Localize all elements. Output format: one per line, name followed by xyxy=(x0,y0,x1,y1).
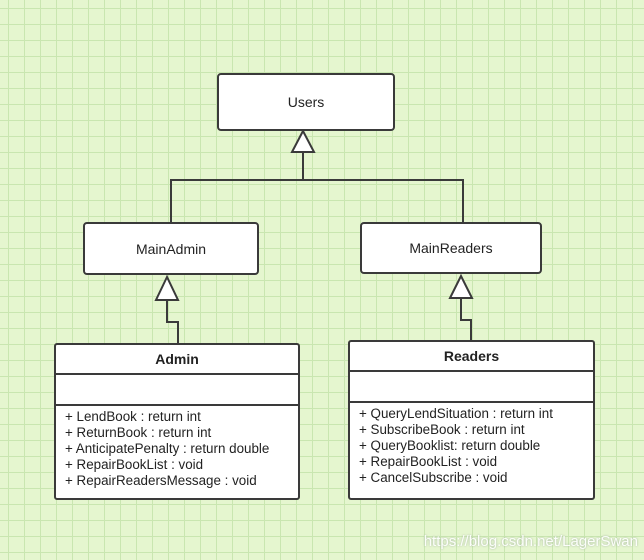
readers-method: + RepairBookList : void xyxy=(359,454,498,469)
readers-method: + CancelSubscribe : void xyxy=(359,470,508,485)
mainadmin-class-label: MainAdmin xyxy=(135,240,207,257)
readers-class-box[interactable]: Readers + QueryLendSituation : return in… xyxy=(348,340,595,500)
readers-attributes-section xyxy=(350,372,593,403)
readers-methods-section: + QueryLendSituation : return int + Subs… xyxy=(350,403,593,486)
connector-users-to-parents xyxy=(170,152,464,222)
admin-method: + ReturnBook : return int xyxy=(65,425,212,440)
admin-class-title: Admin xyxy=(56,345,298,375)
mainreaders-class-label: MainReaders xyxy=(409,240,493,256)
readers-method: + QueryBooklist: return double xyxy=(359,438,541,453)
admin-class-box[interactable]: Admin + LendBook : return int + ReturnBo… xyxy=(54,343,300,500)
users-class-label: Users xyxy=(287,94,325,110)
inheritance-arrow-mainreaders xyxy=(448,273,474,299)
watermark-text: https://blog.csdn.net/LagerSwan xyxy=(423,533,638,550)
admin-method: + AnticipatePenalty : return double xyxy=(65,441,270,456)
readers-class-title: Readers xyxy=(350,342,593,372)
inheritance-arrow-users xyxy=(290,128,316,153)
admin-method: + RepairBookList : void xyxy=(65,457,204,472)
readers-method: + SubscribeBook : return int xyxy=(359,422,525,437)
readers-method: + QueryLendSituation : return int xyxy=(359,406,553,421)
admin-methods-section: + LendBook : return int + ReturnBook : r… xyxy=(56,406,298,489)
admin-method: + LendBook : return int xyxy=(65,409,201,424)
mainreaders-class-box[interactable]: MainReaders xyxy=(360,222,542,274)
connector-mainreaders-to-readers xyxy=(460,298,472,341)
mainadmin-class-box[interactable]: MainAdmin xyxy=(83,222,259,275)
inheritance-arrow-mainadmin xyxy=(154,274,180,301)
connector-mainadmin-to-admin xyxy=(166,300,179,344)
users-class-box[interactable]: Users xyxy=(217,73,395,131)
admin-attributes-section xyxy=(56,375,298,406)
admin-method: + RepairReadersMessage : void xyxy=(65,473,257,488)
